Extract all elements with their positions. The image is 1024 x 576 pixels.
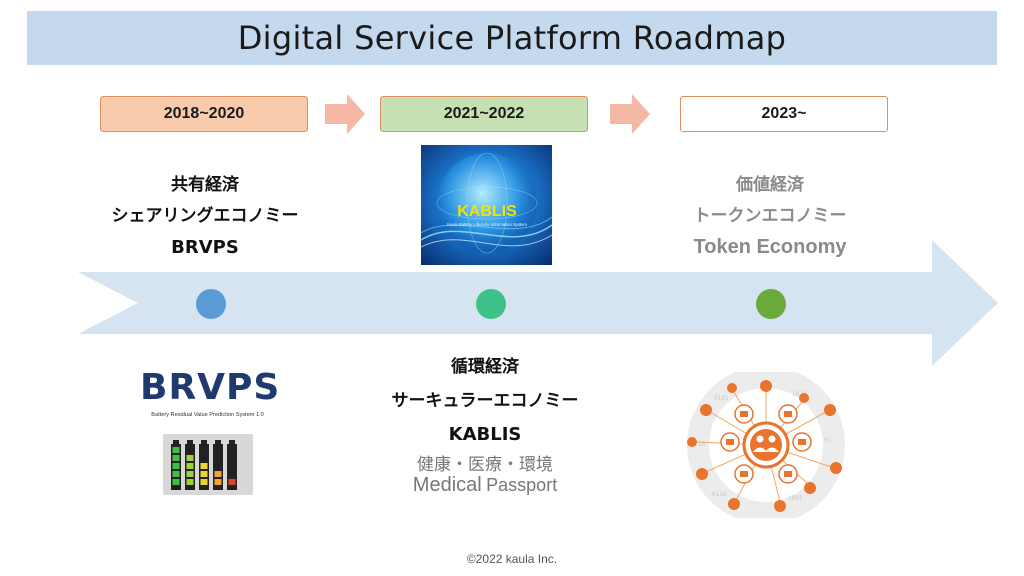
timeline-dot-2018 (196, 289, 226, 319)
period-label: 2018~2020 (163, 105, 245, 122)
stage3-text: 価値経済 トークンエコノミー Token Economy (650, 170, 890, 263)
kablis-logo-tagline: Kaula Battery Lifecycle Information Syst… (447, 222, 527, 227)
stage2-sub2: Medical Passport (370, 474, 600, 497)
chevron-right-icon (610, 94, 650, 134)
title-bar: Digital Service Platform Roadmap (27, 11, 997, 65)
svg-text:10: 10 (698, 441, 706, 448)
stage2-sub1: 健康・医療・環境 (417, 455, 553, 475)
svg-text:0110: 0110 (712, 491, 727, 498)
stage2-sub2-a: Medical (412, 474, 482, 496)
stage3-line2: トークンエコノミー (693, 206, 847, 226)
period-label: 2021~2022 (443, 105, 525, 122)
period-label: 2023~ (761, 105, 807, 122)
stage3-line3: Token Economy (693, 236, 847, 258)
brvps-logo-tagline: Battery Residual Value Prediction System… (151, 412, 264, 418)
stage1-line3: BRVPS (171, 237, 239, 258)
kablis-logo: KABLIS Kaula Battery Lifecycle Informati… (421, 145, 552, 265)
stage2-line2: サーキュラーエコノミー (391, 391, 579, 411)
stage2-sub2-b: Passport (486, 475, 558, 495)
stage2-text: 循環経済 サーキュラーエコノミー KABLIS (370, 350, 600, 452)
period-2021-2022: 2021~2022 (380, 96, 588, 132)
stage3-line1: 価値経済 (736, 175, 804, 195)
timeline-dot-2021 (476, 289, 506, 319)
brvps-logo-name: BRVPS (140, 367, 281, 408)
stage2-line3: KABLIS (448, 424, 522, 445)
period-2018-2020: 2018~2020 (100, 96, 308, 132)
page-title: Digital Service Platform Roadmap (237, 19, 787, 57)
period-2023: 2023~ (680, 96, 888, 132)
chevron-right-icon (325, 94, 365, 134)
brvps-logo: BRVPS Battery Residual Value Prediction … (140, 367, 281, 419)
timeline-dot-2023 (756, 289, 786, 319)
battery-icon (163, 434, 253, 495)
svg-text:0101: 0101 (714, 395, 729, 402)
stage1-line1: 共有経済 (171, 175, 239, 195)
svg-text:1001: 1001 (788, 495, 803, 502)
svg-text:01: 01 (824, 437, 832, 444)
copyright-footer: ©2022 kaula Inc. (466, 552, 558, 566)
kablis-logo-name: KABLIS (457, 203, 517, 220)
stage1-text: 共有経済 シェアリングエコノミー BRVPS (90, 170, 320, 263)
stage1-line2: シェアリングエコノミー (111, 206, 299, 226)
svg-text:1010: 1010 (792, 391, 807, 398)
stage2-line1: 循環経済 (451, 357, 519, 377)
